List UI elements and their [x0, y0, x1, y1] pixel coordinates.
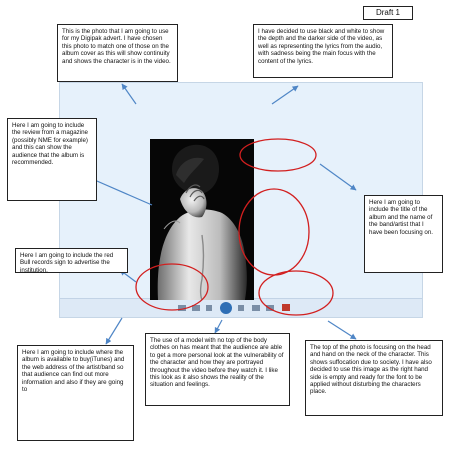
- zoom-icon[interactable]: [178, 305, 186, 311]
- note-album-title: Here I am going to include the title of …: [364, 195, 443, 273]
- circle-lower-left: [135, 263, 209, 311]
- arrow-photo-choice: [121, 83, 137, 105]
- model-photo-art: [150, 139, 254, 300]
- previous-icon[interactable]: [206, 305, 212, 311]
- note-model: The use of a model with no top of the bo…: [145, 333, 290, 406]
- arrow-top-photo: [327, 320, 357, 340]
- note-available: Here I am going to include where the alb…: [17, 345, 134, 441]
- arrow-album-title: [319, 163, 357, 191]
- note-red-bull: Here I am going to include the red Bull …: [15, 248, 128, 274]
- delete-icon[interactable]: [282, 304, 290, 311]
- arrow-model: [214, 319, 223, 334]
- rotate-left-icon[interactable]: [252, 305, 260, 311]
- note-photo-choice: This is the photo that I am going to use…: [57, 24, 178, 82]
- note-black-white: I have decided to use black and white to…: [253, 24, 393, 78]
- arrow-available: [105, 317, 123, 345]
- note-review: Here I am going to include the review fr…: [7, 118, 97, 201]
- next-icon[interactable]: [238, 305, 244, 311]
- fit-icon[interactable]: [192, 305, 200, 311]
- draft-label: Draft 1: [363, 6, 413, 20]
- model-photo: [150, 139, 254, 300]
- slideshow-icon[interactable]: [220, 302, 232, 314]
- circle-head-area: [239, 138, 317, 172]
- note-top-photo: The top of the photo is focusing on the …: [305, 340, 443, 416]
- arrow-review: [89, 177, 153, 206]
- circle-right-space: [238, 188, 310, 276]
- arrow-black-white: [271, 85, 299, 105]
- circle-lower-right: [258, 270, 334, 316]
